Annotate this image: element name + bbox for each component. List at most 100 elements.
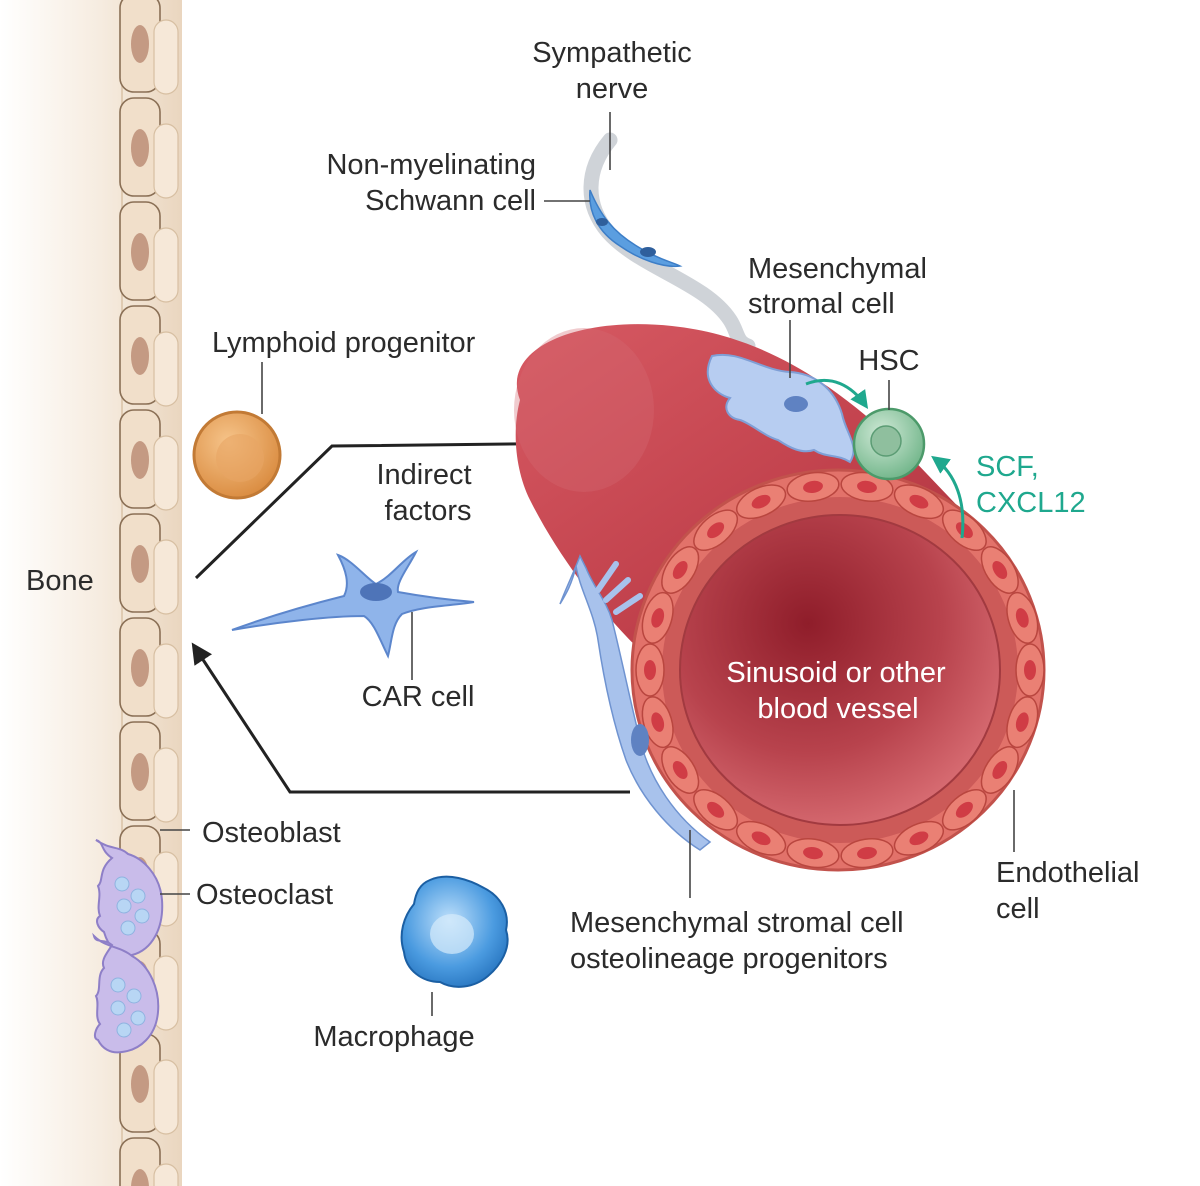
osteoblast-outer-cell (153, 747, 179, 823)
endothelial-nucleus (992, 560, 1008, 580)
label-macrophage: Macrophage (313, 1021, 474, 1053)
osteoclast-nucleus (110, 1000, 126, 1016)
osteoclast-nucleus (126, 988, 142, 1004)
car-cell (231, 549, 475, 659)
vessel-highlight (514, 328, 654, 492)
osteoclast-group (92, 839, 164, 1054)
osteoblast-nucleus (131, 1065, 149, 1103)
endothelial-nucleus (672, 560, 688, 580)
label-endothelial-cell-line1: Endothelial (996, 857, 1140, 889)
osteoblast-outer-cell (153, 539, 179, 615)
lymphoid-progenitor-cell (192, 410, 282, 500)
endothelial-nucleus (909, 494, 929, 509)
hsc-nucleus (870, 425, 902, 457)
osteoblast-outer-cell (153, 435, 179, 511)
osteoblast-nucleus (131, 129, 149, 167)
osteoclast-nucleus (114, 876, 130, 892)
stromal-to-hsc-arrow (805, 378, 869, 409)
endothelial-nucleus (909, 831, 929, 846)
osteolineage-to-bone-arrow (191, 642, 630, 794)
endothelial-nucleus (707, 801, 725, 818)
car-nucleus (360, 583, 392, 601)
osteoblast-outer-cell (153, 19, 179, 95)
label-schwann-cell-line2: Schwann cell (365, 185, 536, 217)
label-car-cell: CAR cell (362, 681, 475, 713)
osteoblast-outer-cell (153, 1059, 179, 1135)
endothelial-nucleus (651, 712, 665, 732)
osteoclast-nucleus (116, 898, 132, 914)
endothelial-nucleus (672, 760, 688, 780)
schwann-nucleus (596, 218, 608, 226)
endothelial-nucleus (803, 846, 823, 860)
label-schwann-cell-line1: Non-myelinating (326, 149, 536, 181)
osteolineage-progenitor-cell (559, 554, 712, 851)
label-scf: SCF, (976, 451, 1039, 483)
label-hsc: HSC (858, 345, 919, 377)
label-cxcl12: CXCL12 (976, 487, 1086, 519)
endothelial-nucleus (955, 522, 973, 539)
endothelial-nucleus (1015, 712, 1029, 732)
osteoblast-nucleus (131, 1169, 149, 1186)
osteoblast-nucleus (131, 25, 149, 63)
stromal-nucleus (784, 396, 808, 412)
label-sympathetic-nerve-line2: nerve (576, 73, 649, 105)
leader-lines (160, 112, 1015, 1016)
endothelial-nucleus (857, 480, 877, 494)
progenitor-processes (595, 561, 643, 615)
osteoclast-nucleus (120, 920, 136, 936)
endothelial-nucleus (857, 846, 877, 860)
vessel-lumen (679, 514, 1001, 826)
osteoclast-nucleus (130, 1010, 146, 1026)
endothelial-nucleus (751, 831, 771, 846)
endothelial-nucleus (955, 801, 973, 818)
endothelial-nucleus (1015, 608, 1029, 628)
osteoblast-outer-cell (153, 227, 179, 303)
nerve-fiber (583, 132, 756, 354)
endothelial-nucleus (992, 760, 1008, 780)
label-sympathetic-nerve-line1: Sympathetic (532, 37, 692, 69)
labels: Sympathetic nerve Non-myelinating Schwan… (26, 37, 1140, 1053)
label-bone: Bone (26, 565, 94, 597)
lymphoid-nucleus (216, 434, 264, 482)
label-msc-progenitors-line1: Mesenchymal stromal cell (570, 907, 904, 939)
endothelial-cells (635, 471, 1045, 869)
osteoclast-nucleus (130, 888, 146, 904)
label-indirect-factors-line1: Indirect (376, 459, 471, 491)
schwann-cell-body (589, 189, 683, 268)
schwann-nucleus (640, 247, 656, 257)
osteoblast-nucleus (131, 441, 149, 479)
osteoblast-nucleus (131, 337, 149, 375)
macrophage-nucleus (430, 914, 474, 954)
endothelial-nucleus (751, 494, 771, 509)
label-indirect-factors-line2: factors (384, 495, 471, 527)
blood-vessel (514, 324, 1046, 872)
osteoclast-nucleus (110, 977, 126, 993)
progenitor-nucleus (631, 724, 649, 756)
endothelial-nucleus (651, 608, 665, 628)
label-endothelial-cell-line2: cell (996, 893, 1040, 925)
label-sinusoid-line2: blood vessel (757, 693, 918, 725)
osteoblast-outer-cell (153, 643, 179, 719)
sympathetic-nerve (583, 132, 756, 354)
osteoblast-nucleus (131, 753, 149, 791)
label-mesenchymal-stromal-cell-line2: stromal cell (748, 288, 895, 320)
osteoblast-nucleus (131, 545, 149, 583)
osteoblast-cell (119, 1137, 161, 1186)
label-mesenchymal-stromal-cell-line1: Mesenchymal (748, 253, 927, 285)
osteoblast-outer-cell (153, 331, 179, 407)
label-osteoclast: Osteoclast (196, 879, 333, 911)
endothelial-nucleus (803, 480, 823, 494)
label-lymphoid-progenitor: Lymphoid progenitor (212, 327, 476, 359)
label-sinusoid-line1: Sinusoid or other (726, 657, 946, 689)
macrophage-cell (400, 875, 509, 988)
endothelial-to-hsc-arrow (931, 455, 965, 539)
osteoblast-nucleus (131, 233, 149, 271)
osteoclast-nucleus (116, 1022, 132, 1038)
osteoblast-nucleus (131, 649, 149, 687)
label-msc-progenitors-line2: osteolineage progenitors (570, 943, 888, 975)
osteoblast-outer-cell (153, 1163, 179, 1186)
label-osteoblast: Osteoblast (202, 817, 341, 849)
endothelial-nucleus (644, 660, 656, 680)
